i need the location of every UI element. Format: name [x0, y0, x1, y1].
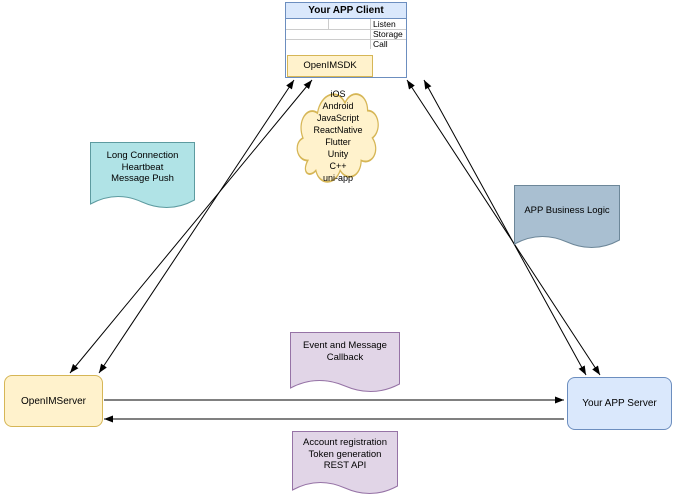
note-line: Message Push	[111, 173, 174, 184]
client-port-call: Call	[373, 39, 388, 49]
note-line: APP Business Logic	[524, 205, 610, 216]
note-line: Event and Message	[303, 340, 387, 351]
client-divider	[370, 19, 371, 49]
your-app-server-box: Your APP Server	[567, 377, 672, 430]
client-divider	[286, 39, 406, 40]
note-app-business-logic: APP Business Logic	[514, 185, 620, 252]
platform-item: uni-app	[322, 173, 354, 183]
platform-item: ReactNative	[313, 125, 363, 135]
document-shape	[292, 431, 398, 494]
note-line: Long Connection	[106, 150, 179, 161]
platforms-cloud-shape	[296, 93, 379, 183]
note-line: Token generation	[308, 448, 382, 460]
client-divider	[286, 29, 406, 30]
your-app-client-box: Your APP Client Listen Storage Call Open…	[285, 2, 407, 78]
platform-item: C++	[329, 161, 347, 171]
note-line: REST API	[323, 460, 367, 471]
note-rest-api: Account registration Token generation RE…	[292, 431, 398, 498]
client-port-listen: Listen	[373, 19, 396, 29]
note-long-connection: Long Connection Heartbeat Message Push	[90, 142, 195, 212]
platform-item: Flutter	[325, 137, 351, 147]
document-shape	[90, 142, 195, 208]
document-shape	[290, 332, 400, 392]
arrow-client-appserver-b	[423, 79, 587, 376]
arrow-openimsdk-openimserver-a	[69, 79, 313, 374]
platform-item: JavaScript	[316, 113, 360, 123]
platform-item: Unity	[327, 149, 349, 159]
document-shape	[514, 185, 620, 248]
platform-list: iOS Android JavaScript ReactNative Flutt…	[277, 88, 399, 184]
client-divider	[328, 19, 329, 29]
platform-item: Android	[322, 101, 354, 111]
note-line: Heartbeat	[121, 161, 164, 173]
openimserver-box: OpenIMServer	[4, 375, 103, 427]
platform-item: iOS	[330, 89, 346, 99]
your-app-client-title: Your APP Client	[286, 3, 406, 19]
openimsdk-box: OpenIMSDK	[287, 55, 373, 77]
note-line: Account registration	[303, 437, 387, 448]
note-line: Callback	[326, 351, 364, 363]
arrow-openimsdk-openimserver-b	[98, 79, 295, 374]
note-event-callback: Event and Message Callback	[290, 332, 400, 396]
client-port-storage: Storage	[373, 29, 403, 39]
